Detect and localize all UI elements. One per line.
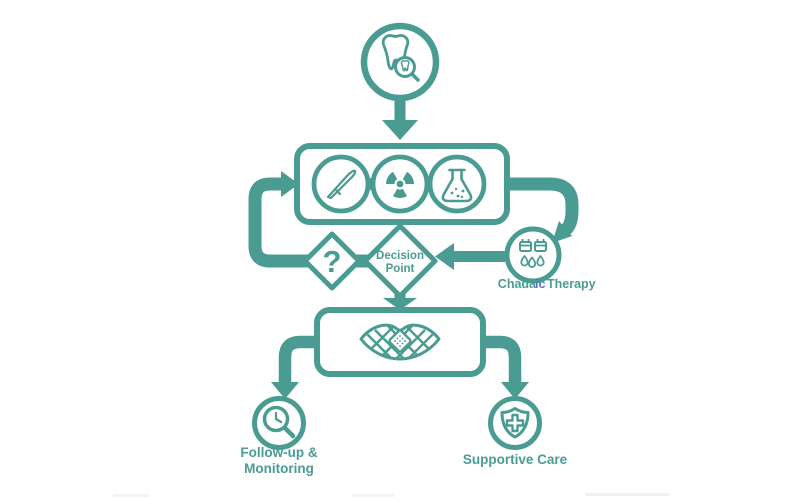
decision-label-line2: Point: [386, 263, 415, 275]
magnifier-clock-icon: [262, 405, 296, 439]
connectors: [248, 99, 579, 399]
iv-drip-icon: [519, 239, 547, 268]
bottom-artifact-lines: [113, 493, 669, 497]
branch-to-supportive: [476, 335, 529, 399]
shield-plus-icon: [500, 407, 530, 439]
hook-treatment-to-therapy: [500, 177, 579, 243]
therapy-label-part3: Therapy: [547, 277, 596, 291]
question-node: ?: [302, 231, 362, 291]
decision-label-line1: Decision: [376, 250, 424, 262]
followup-node: Follow-up & Monitoring: [240, 396, 318, 476]
supportive-label: Supportive Care: [463, 452, 568, 467]
supportive-node: Supportive Care: [463, 396, 568, 467]
branch-to-followup: [271, 335, 324, 399]
therapy-node: Chada ic Therapy: [498, 226, 596, 291]
therapy-label-part1: Chada: [498, 277, 537, 291]
oral-care-box: [314, 307, 486, 377]
radiation-icon: [386, 171, 414, 198]
flask-icon: [441, 168, 473, 203]
lips-bandage-icon: [359, 323, 441, 361]
arrow-therapy-to-decision: [435, 243, 505, 270]
diagnosis-node: [360, 22, 440, 102]
arrow-diagnosis-to-treatment: [382, 99, 418, 140]
tooth-magnifier-icon: [381, 34, 420, 82]
treatment-box: [294, 143, 510, 225]
decision-node: Decision Point: [362, 223, 438, 299]
followup-label-line1: Follow-up &: [240, 445, 317, 460]
feedback-loop-left: [248, 171, 375, 268]
question-label: ?: [323, 244, 342, 279]
followup-label-line2: Monitoring: [244, 461, 314, 476]
therapy-label-part2: ic: [535, 277, 545, 291]
scalpel-icon: [326, 169, 357, 200]
